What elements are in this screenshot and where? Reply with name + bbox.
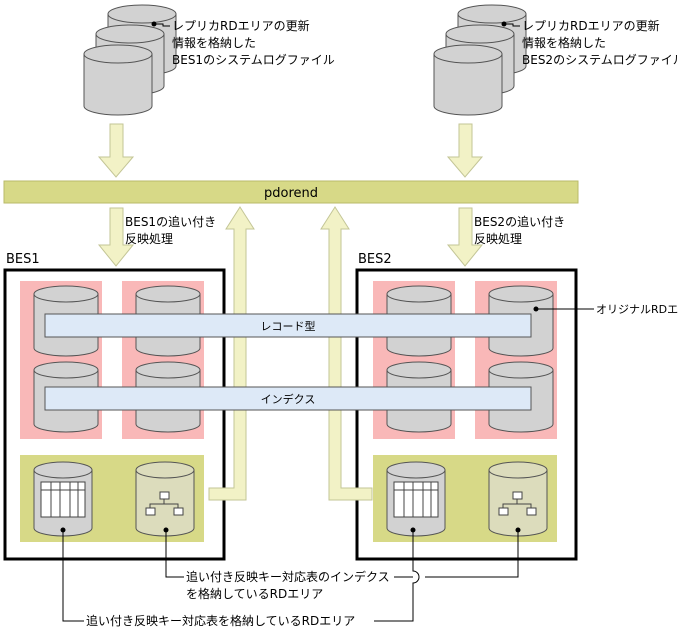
bes1-key-table-cylinder	[34, 462, 92, 536]
bes1-label: BES1	[6, 252, 40, 267]
index-label: インデクス	[261, 392, 316, 406]
log-note-bes1: レプリカRDエリアの更新 情報を格納した BES1のシステムログファイル	[152, 18, 335, 67]
bes1-process-line-1: BES1の追い付き	[125, 214, 216, 229]
log-file-stack-bes2	[434, 5, 526, 115]
record-type-label: レコード型	[261, 319, 316, 333]
log-note-bes2-line-2: 情報を格納した	[522, 35, 606, 50]
bes2-label: BES2	[358, 252, 392, 267]
log-note-bes2: レプリカRDエリアの更新 情報を格納した BES2のシステムログファイル	[502, 18, 679, 67]
table-icon	[394, 482, 438, 517]
key-table-index-note-line-1: 追い付き反映キー対応表のインデクス	[186, 569, 390, 584]
bes2-process-line-1: BES2の追い付き	[474, 214, 565, 229]
log-file-stack-bes1	[84, 5, 176, 115]
log-note-bes1-line-3: BES1のシステムログファイル	[172, 53, 335, 67]
pdorend-label: pdorend	[264, 186, 318, 201]
bes2-key-table-cylinder	[387, 462, 445, 536]
bes1-process-line-2: 反映処理	[125, 232, 173, 246]
bes1-key-index-cylinder	[136, 462, 194, 536]
bes2-process-line-2: 反映処理	[474, 232, 522, 246]
original-rd-area-label: オリジナルRDエリア	[596, 303, 679, 316]
arrow-log-to-pdorend-bes1	[99, 124, 133, 177]
index-bar: インデクス	[45, 387, 531, 410]
log-note-bes2-line-3: BES2のシステムログファイル	[522, 53, 679, 67]
log-note-bes1-line-1: レプリカRDエリアの更新	[172, 18, 310, 33]
key-table-index-note-line-2: を格納しているRDエリア	[186, 586, 323, 601]
log-note-bes2-line-1: レプリカRDエリアの更新	[522, 18, 660, 33]
bes2-key-index-cylinder	[489, 462, 547, 536]
table-icon	[41, 482, 85, 517]
arrow-log-to-pdorend-bes2	[448, 124, 482, 177]
pdorend-bar: pdorend	[4, 181, 578, 203]
record-type-bar: レコード型	[45, 314, 531, 337]
key-table-note: 追い付き反映キー対応表を格納しているRDエリア	[86, 613, 355, 628]
log-note-bes1-line-2: 情報を格納した	[172, 35, 256, 50]
